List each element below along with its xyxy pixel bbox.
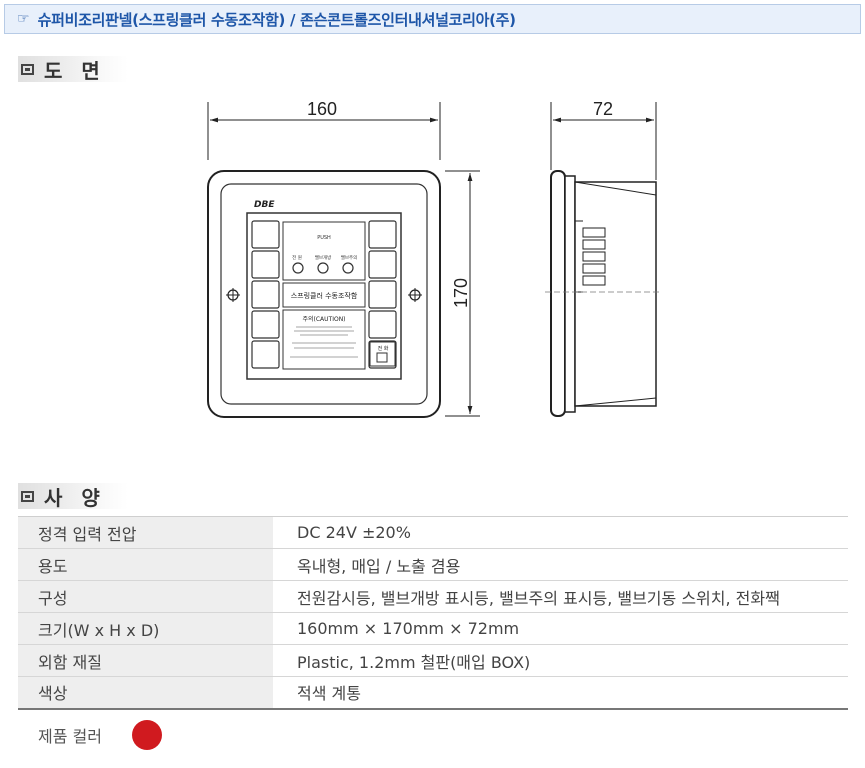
table-row: 색상 적색 계통 [18, 676, 848, 710]
table-row: 용도 옥내형, 매입 / 노출 겸용 [18, 548, 848, 581]
valve-open-lamp-icon [317, 262, 329, 274]
spec-section-heading: 사 양 [18, 483, 128, 510]
depth-dimension: 72 [550, 99, 657, 180]
spec-label: 용도 [18, 548, 273, 581]
screw-icon [226, 288, 240, 302]
color-swatch [131, 720, 162, 750]
spec-label: 외함 재질 [18, 644, 273, 677]
side-view [545, 170, 660, 417]
pointing-hand-icon: ☞ [17, 11, 30, 27]
height-dimension-label: 170 [451, 278, 471, 308]
spec-label: 정격 입력 전압 [18, 516, 273, 549]
spec-value: 160mm × 170mm × 72mm [273, 612, 848, 645]
header-bar: ☞ 슈퍼비조리판넬(스프링클러 수동조작함) / 존슨콘트롤즈인터내셔널코리아(… [4, 4, 861, 34]
push-label: PUSH [317, 235, 331, 241]
product-color-label: 제품 컬러 [38, 727, 102, 746]
spec-value: DC 24V ±20% [273, 516, 848, 549]
product-color-row: 제품 컬러 [38, 720, 162, 750]
spec-label: 구성 [18, 580, 273, 613]
width-dimension: 160 [207, 99, 441, 160]
screw-icon [408, 288, 422, 302]
spec-section-title: 사 양 [44, 485, 106, 510]
spec-value: 옥내형, 매입 / 노출 겸용 [273, 548, 848, 581]
table-row: 크기(W x H x D) 160mm × 170mm × 72mm [18, 612, 848, 645]
depth-dimension-label: 72 [593, 99, 613, 119]
width-dimension-label: 160 [307, 99, 337, 119]
spec-label: 색상 [18, 676, 273, 710]
panel-name-label: 스프링클러 수동조작함 [291, 291, 358, 300]
lamp-label-valve-open: 밸브개방 [315, 254, 332, 261]
spec-table: 정격 입력 전압 DC 24V ±20% 용도 옥내형, 매입 / 노출 겸용 … [18, 516, 848, 710]
lamp-label-power: 전 원 [292, 254, 302, 261]
page-title: 슈퍼비조리판넬(스프링클러 수동조작함) / 존슨콘트롤즈인터내셔널코리아(주) [37, 10, 516, 29]
power-lamp-icon [292, 262, 304, 274]
phone-label: 전 화 [378, 345, 389, 352]
valve-caution-lamp-icon [342, 262, 354, 274]
table-row: 외함 재질 Plastic, 1.2mm 철판(매입 BOX) [18, 644, 848, 677]
front-view: DBE PUSH 전 원 밸브개방 밸브주의 스프링클러 수동조작함 주의(CA… [207, 170, 441, 418]
spec-value: 전원감시등, 밸브개방 표시등, 밸브주의 표시등, 밸브기동 스위치, 전화짹 [273, 580, 848, 613]
brand-logo: DBE [254, 200, 275, 210]
table-row: 구성 전원감시등, 밸브개방 표시등, 밸브주의 표시등, 밸브기동 스위치, … [18, 580, 848, 613]
spec-value: Plastic, 1.2mm 철판(매입 BOX) [273, 644, 848, 677]
drawing-section-title: 도 면 [44, 58, 106, 83]
technical-drawing: 160 170 72 DBE [207, 99, 660, 418]
drawing-section-heading: 도 면 [18, 56, 128, 83]
table-row: 정격 입력 전압 DC 24V ±20% [18, 516, 848, 549]
caution-title-label: 주의(CAUTION) [302, 315, 345, 323]
spec-label: 크기(W x H x D) [18, 612, 273, 645]
phone-jack-icon [376, 352, 388, 363]
height-dimension: 170 [445, 170, 480, 417]
square-bullet-icon [21, 490, 34, 502]
lamp-label-valve-caution: 밸브주의 [341, 254, 358, 261]
spec-value: 적색 계통 [273, 676, 848, 710]
square-bullet-icon [21, 63, 34, 75]
